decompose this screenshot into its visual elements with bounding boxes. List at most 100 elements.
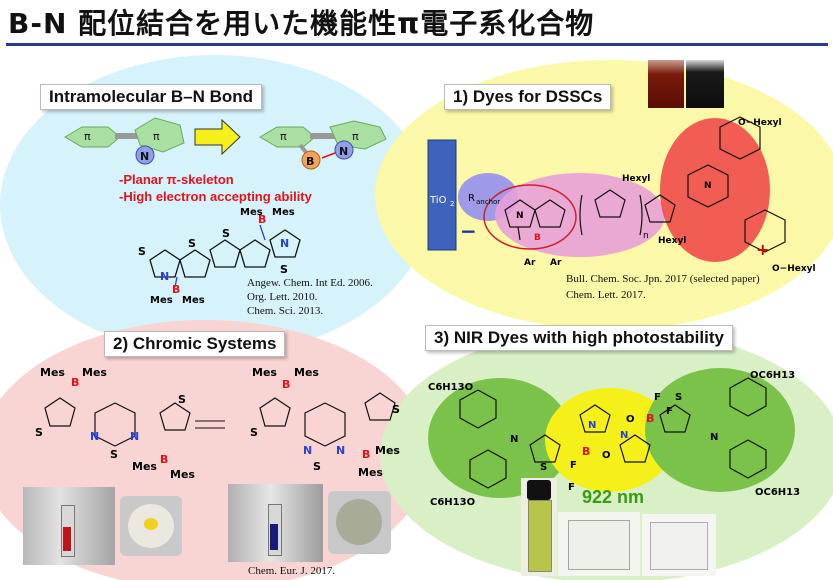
svg-text:TiO: TiO: [429, 195, 447, 206]
intra-ref-1: Angew. Chem. Int Ed. 2006.: [247, 277, 373, 289]
svg-text:Ar: Ar: [550, 258, 562, 268]
svg-text:N: N: [620, 430, 628, 441]
svg-text:Mes: Mes: [82, 366, 107, 379]
svg-text:S: S: [35, 426, 43, 439]
svg-text:OC6H13: OC6H13: [755, 487, 800, 498]
dye-solution-photo-red: [648, 60, 684, 108]
pi-ring-left-planar: [259, 126, 316, 148]
svg-text:Mes: Mes: [170, 468, 195, 481]
svg-text:O−Hexyl: O−Hexyl: [738, 118, 782, 128]
nir-film-photo-2: [642, 514, 716, 576]
chromic-photo-4: [328, 491, 391, 554]
svg-text:N: N: [336, 444, 345, 457]
dye-solution-photo-black: [686, 60, 724, 108]
svg-text:Mes: Mes: [182, 295, 205, 305]
svg-text:B: B: [282, 378, 290, 391]
svg-text:S: S: [138, 245, 146, 258]
svg-text:S: S: [540, 462, 547, 473]
svg-text:N: N: [130, 430, 139, 443]
chromic-photo-2: [120, 496, 182, 556]
nir-vial-photo: [521, 478, 557, 576]
dssc-heading: 1) Dyes for DSSCs: [444, 84, 612, 110]
svg-text:N: N: [588, 420, 596, 431]
svg-text:π: π: [153, 130, 160, 143]
svg-text:Mes: Mes: [375, 444, 400, 457]
svg-text:Mes: Mes: [132, 460, 157, 473]
svg-text:anchor: anchor: [476, 198, 500, 206]
point-accepting: -High electron accepting ability: [119, 189, 312, 204]
chromic-photo-1: [23, 487, 115, 565]
svg-text:S: S: [110, 448, 118, 461]
dssc-dye-structure: TiO 2 R anchor − + Hexyl Hexyl O−Hexyl O…: [427, 116, 816, 274]
chromic-structures: Mes B Mes S N S N S Mes B Mes Mes B Mes …: [35, 366, 400, 481]
bn-thiophene-structure: S S S S N N B B Mes Mes Mes Mes: [138, 207, 301, 305]
pi-ring-left: [64, 126, 121, 148]
svg-text:N: N: [516, 211, 524, 221]
nir-right-donor: [645, 368, 795, 492]
intra-ref-3: Chem. Sci. 2013.: [247, 305, 324, 317]
svg-text:O: O: [602, 450, 611, 461]
svg-text:Mes: Mes: [294, 366, 319, 379]
svg-text:N: N: [710, 432, 718, 443]
page-title: B-N 配位結合を用いた機能性π電子系化合物: [8, 7, 595, 40]
b-atom: [301, 150, 321, 170]
nir-heading: 3) NIR Dyes with high photostability: [425, 325, 733, 351]
svg-text:OC6H13: OC6H13: [750, 370, 795, 381]
svg-text:F: F: [666, 406, 673, 417]
svg-text:Mes: Mes: [358, 466, 383, 479]
svg-text:B: B: [646, 412, 654, 425]
svg-text:N: N: [160, 270, 169, 283]
svg-text:S: S: [222, 227, 230, 240]
title-rule: [6, 43, 828, 46]
svg-text:S: S: [392, 403, 400, 416]
svg-text:π: π: [280, 130, 287, 143]
donor-blob: [660, 118, 770, 262]
svg-text:N: N: [339, 145, 348, 158]
svg-text:+: +: [756, 240, 769, 259]
pi-ring-right: [134, 117, 185, 153]
svg-text:B: B: [71, 376, 79, 389]
svg-text:F: F: [570, 460, 577, 471]
chromic-photo-3: [228, 484, 323, 562]
intra-heading: Intramolecular B–N Bond: [40, 84, 263, 110]
nir-film-photo-1: [558, 512, 640, 576]
svg-text:B: B: [172, 283, 180, 296]
svg-text:F: F: [568, 482, 575, 493]
svg-text:2: 2: [450, 200, 454, 208]
svg-text:Ar: Ar: [524, 258, 536, 268]
svg-text:B: B: [534, 233, 541, 243]
svg-text:B: B: [306, 155, 314, 168]
chromic-heading: 2) Chromic Systems: [104, 331, 286, 357]
svg-text:O−Hexyl: O−Hexyl: [772, 264, 816, 274]
svg-text:N: N: [90, 430, 99, 443]
n-atom-right: [334, 140, 354, 160]
svg-text:S: S: [178, 393, 186, 406]
svg-text:Mes: Mes: [150, 295, 173, 305]
nir-wavelength: 922 nm: [582, 487, 645, 507]
dssc-ref-2: Chem. Lett. 2017.: [566, 289, 646, 301]
svg-text:S: S: [280, 263, 288, 276]
chromic-ref: Chem. Eur. J. 2017.: [248, 565, 336, 577]
svg-text:O: O: [626, 414, 635, 425]
intra-ref-2: Org. Lett. 2010.: [247, 291, 318, 303]
tio2-block: [427, 139, 457, 251]
nir-left-donor: [428, 378, 572, 498]
svg-text:C6H13O: C6H13O: [428, 382, 473, 393]
svg-text:C6H13O: C6H13O: [430, 497, 475, 508]
n-atom-left: [135, 145, 155, 165]
svg-text:Mes: Mes: [252, 366, 277, 379]
svg-text:B: B: [582, 445, 590, 458]
yellow-arrow: [194, 118, 241, 156]
svg-text:Mes: Mes: [272, 207, 295, 218]
svg-text:S: S: [313, 460, 321, 473]
point-planar: -Planar π-skeleton: [119, 172, 234, 187]
svg-text:S: S: [188, 237, 196, 250]
svg-text:B: B: [258, 213, 266, 226]
nir-core-acceptor: [545, 388, 675, 492]
nir-dye-structure: C6H13O C6H13O OC6H13 OC6H13 N N S S B B …: [428, 368, 800, 508]
svg-text:B: B: [160, 453, 168, 466]
svg-text:R: R: [468, 193, 475, 204]
svg-text:Hexyl: Hexyl: [622, 174, 650, 184]
svg-text:S: S: [250, 426, 258, 439]
svg-text:N: N: [303, 444, 312, 457]
